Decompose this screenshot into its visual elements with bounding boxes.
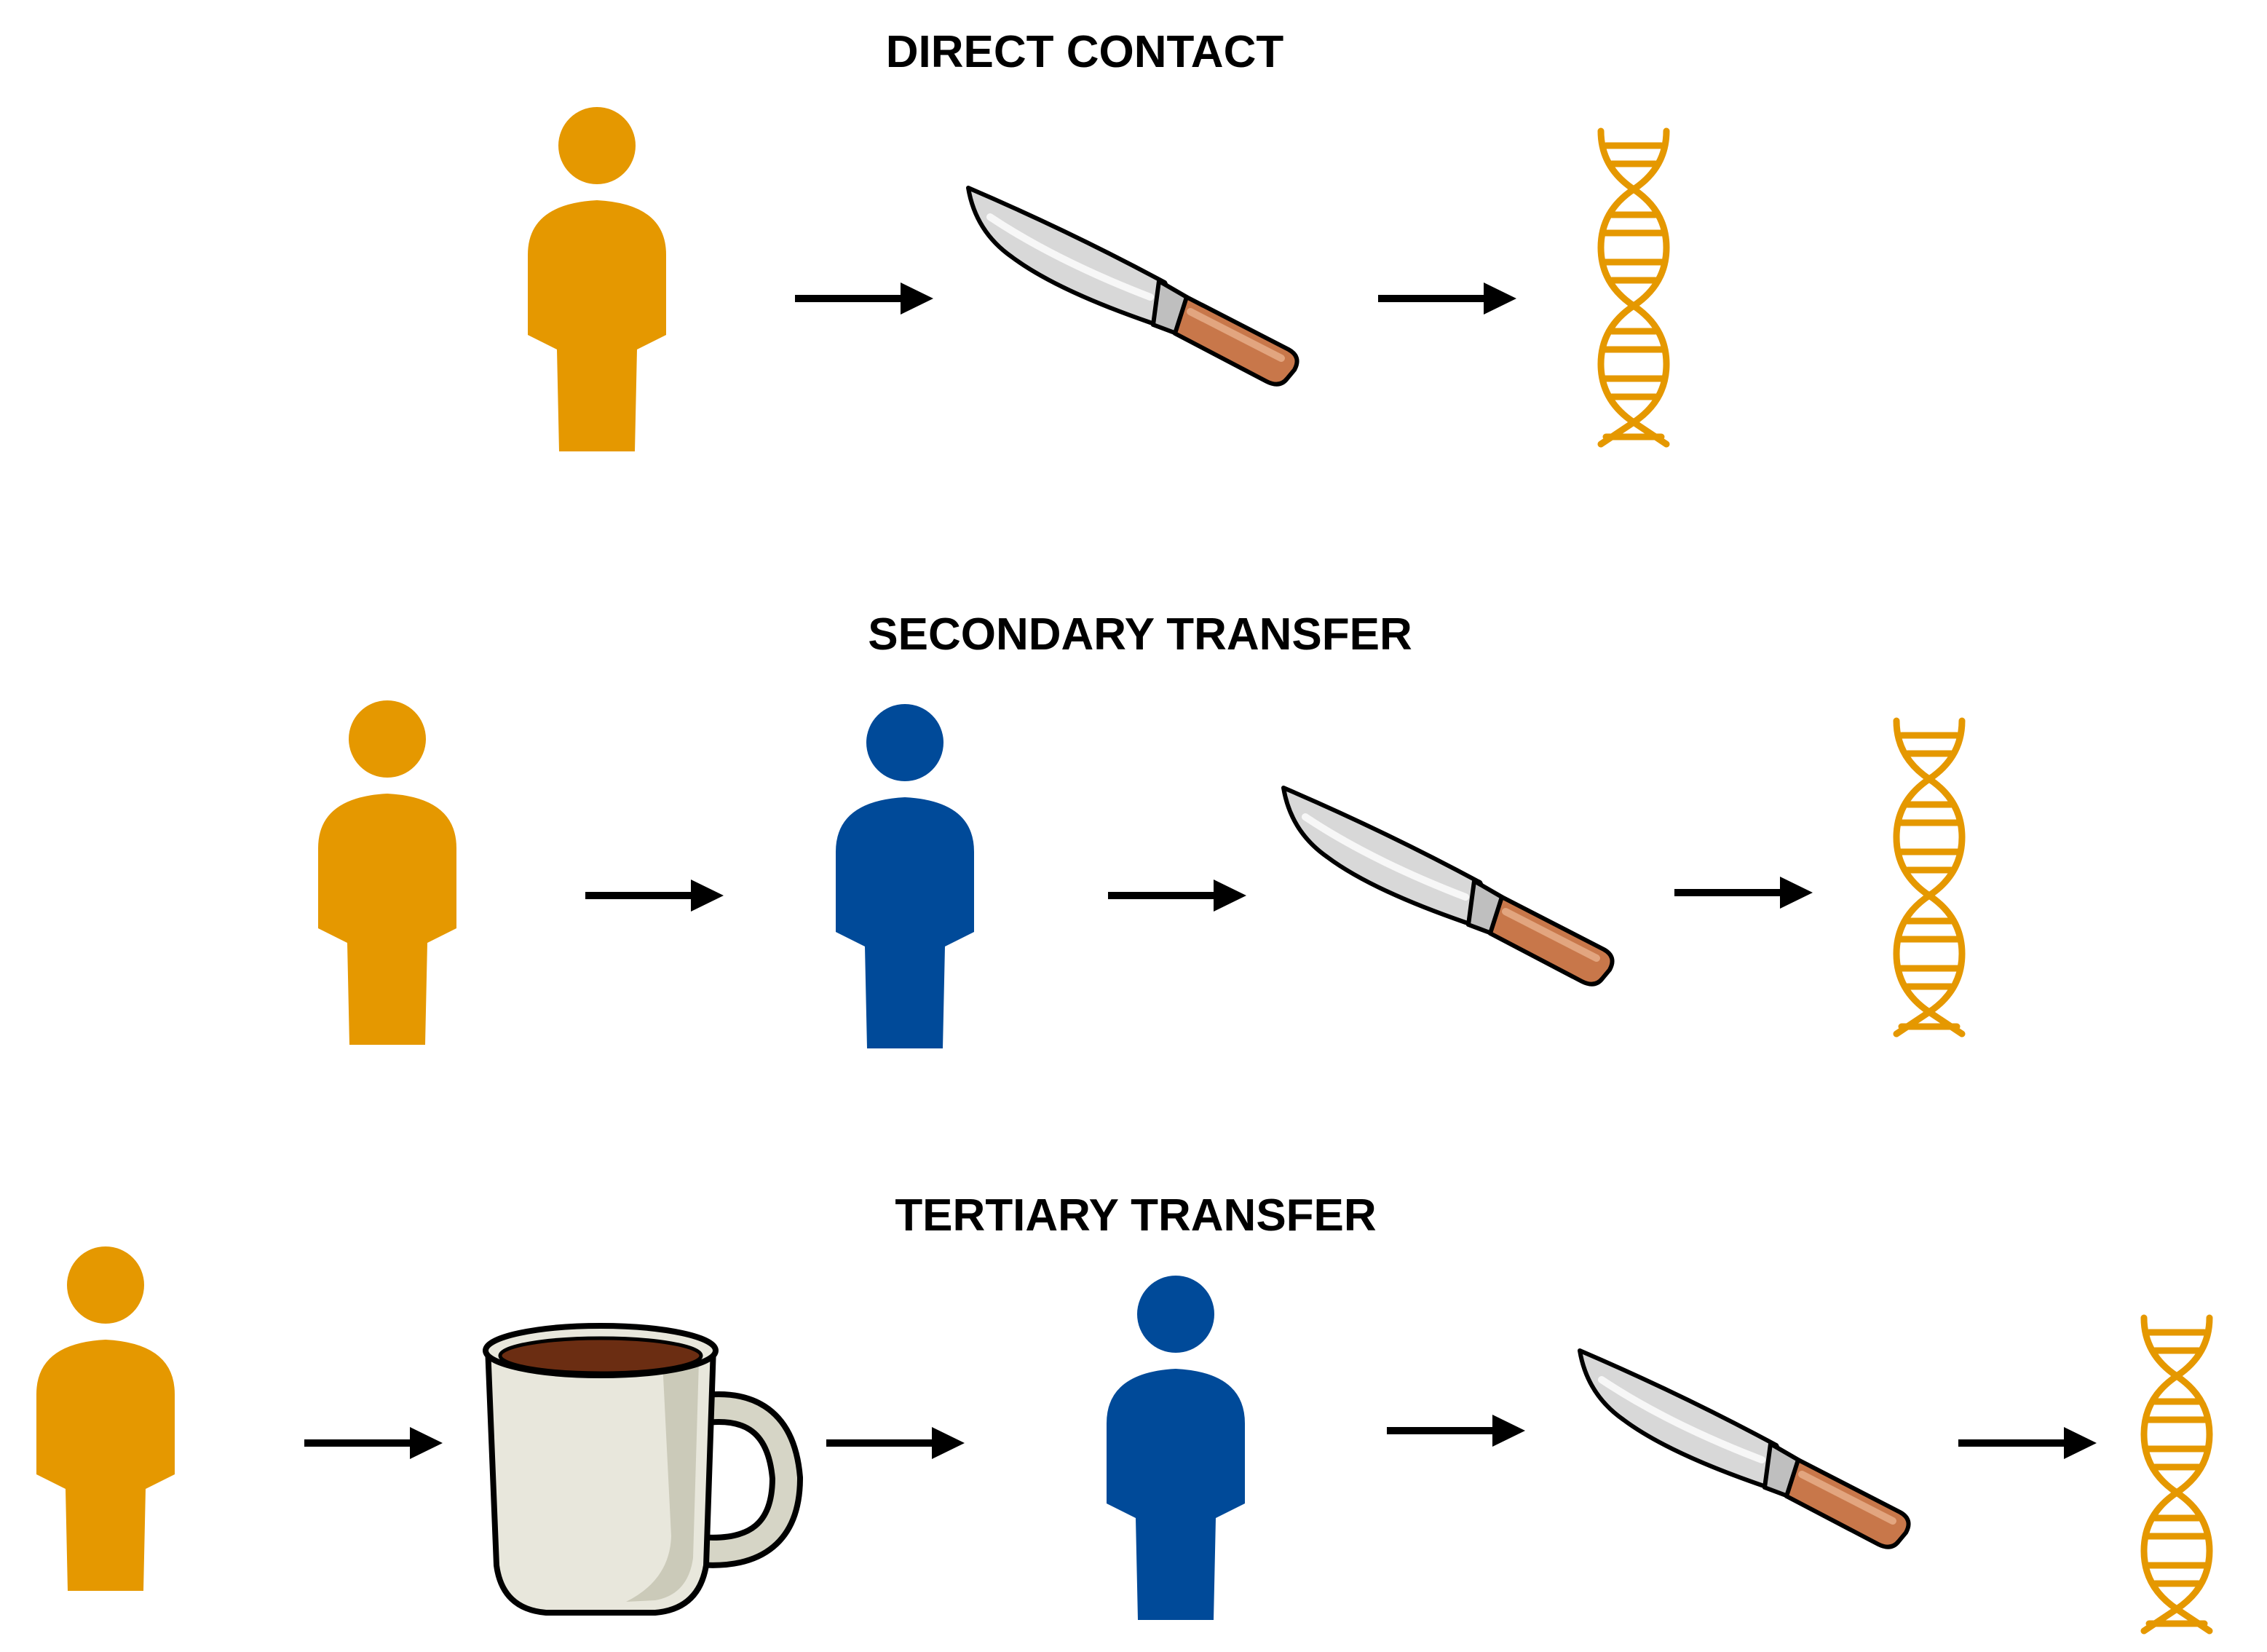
arrow-icon (304, 1427, 443, 1459)
arrow-icon (826, 1427, 965, 1459)
dna-icon (1601, 131, 1666, 444)
row-2-title: SECONDARY TRANSFER (868, 609, 1412, 660)
arrow-icon (795, 282, 933, 315)
original-person-icon (318, 700, 456, 1045)
arrow-icon (1674, 877, 1813, 909)
original-person-icon (528, 107, 666, 451)
row-1-title: DIRECT CONTACT (886, 27, 1284, 77)
dna-icon (1896, 721, 1962, 1034)
knife-icon (1283, 788, 1613, 984)
original-person-icon (36, 1246, 175, 1591)
dna-icon (2144, 1318, 2209, 1631)
arrow-icon (1958, 1427, 2097, 1459)
knife-icon (1580, 1351, 1909, 1547)
row-3-title: TERTIARY TRANSFER (895, 1190, 1376, 1241)
mug-icon (483, 1323, 804, 1616)
intermediate-person-icon (1107, 1276, 1245, 1620)
arrow-icon (1378, 282, 1516, 315)
arrow-icon (1387, 1415, 1525, 1447)
arrow-icon (585, 880, 724, 912)
arrow-icon (1108, 880, 1246, 912)
intermediate-person-icon (836, 704, 974, 1048)
knife-icon (968, 188, 1297, 384)
